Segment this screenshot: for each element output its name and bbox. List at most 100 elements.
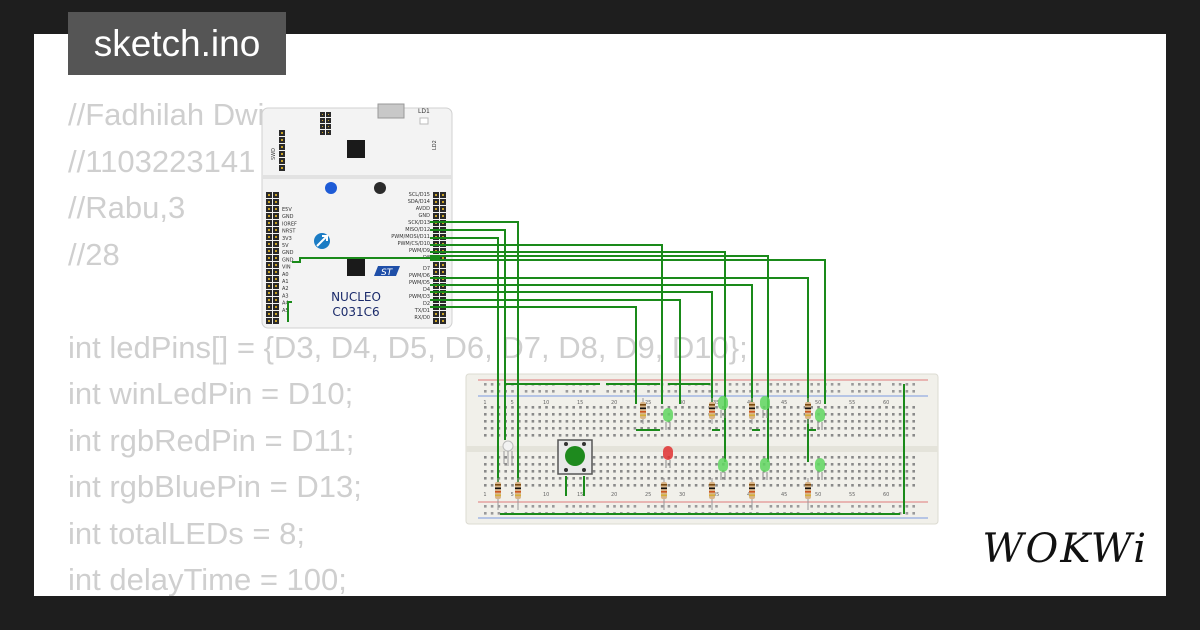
header-pin-contact bbox=[435, 215, 437, 217]
resistor-band bbox=[640, 404, 646, 406]
led-icon[interactable] bbox=[663, 408, 673, 422]
breadboard-hole bbox=[531, 406, 535, 409]
breadboard-hole bbox=[484, 420, 487, 423]
breadboard-hole bbox=[647, 484, 650, 487]
left-pin-header[interactable] bbox=[266, 192, 279, 324]
breadboard-hole bbox=[586, 406, 589, 409]
push-button-icon[interactable] bbox=[557, 439, 593, 475]
nucleo-board[interactable]: ST NUCLEO C031C6 LD1 LD2 SWD E5VGNDIOREF… bbox=[261, 103, 453, 329]
breadboard-hole bbox=[613, 463, 616, 466]
rail-hole bbox=[905, 390, 909, 393]
breadboard-hole bbox=[844, 456, 847, 459]
breadboard-hole bbox=[762, 427, 766, 430]
breadboard-hole bbox=[708, 427, 711, 430]
breadboard-hole bbox=[606, 456, 609, 459]
breadboard-hole bbox=[796, 413, 800, 416]
rail-hole bbox=[701, 505, 705, 508]
breadboard-hole bbox=[552, 427, 555, 430]
column-number: 15 bbox=[577, 492, 583, 498]
led-icon[interactable] bbox=[718, 458, 728, 472]
breadboard-hole bbox=[490, 413, 494, 416]
led-icon[interactable] bbox=[760, 458, 770, 472]
breadboard-hole bbox=[640, 420, 643, 423]
rail-hole bbox=[531, 390, 535, 393]
led-icon[interactable] bbox=[815, 458, 825, 472]
breadboard-hole bbox=[626, 470, 630, 473]
rail-hole bbox=[538, 505, 541, 508]
breadboard-hole bbox=[552, 477, 555, 480]
rail-hole bbox=[735, 390, 739, 393]
breadboard-hole bbox=[518, 434, 521, 437]
breadboard-hole bbox=[708, 477, 711, 480]
breadboard-hole bbox=[599, 406, 603, 409]
breadboard-hole bbox=[892, 470, 895, 473]
breadboard-hole bbox=[715, 477, 718, 480]
breadboard-hole bbox=[790, 427, 793, 430]
breadboard-hole bbox=[654, 406, 657, 409]
breadboard-hole bbox=[531, 427, 535, 430]
header-pin-contact bbox=[442, 215, 444, 217]
led-icon[interactable] bbox=[760, 396, 770, 410]
rail-hole bbox=[728, 505, 732, 508]
breadboard-hole bbox=[803, 434, 807, 437]
rail-hole bbox=[783, 505, 786, 508]
reset-button[interactable] bbox=[374, 182, 386, 194]
header-pin-contact bbox=[268, 264, 270, 266]
led-icon[interactable] bbox=[663, 446, 673, 460]
column-number: 1 bbox=[483, 400, 486, 406]
breadboard-hole bbox=[701, 427, 705, 430]
breadboard-hole bbox=[769, 406, 773, 409]
breadboard-hole bbox=[586, 434, 589, 437]
rail-hole bbox=[817, 505, 820, 508]
breadboard-hole bbox=[688, 470, 691, 473]
left-pin-label: A4 bbox=[282, 301, 289, 307]
breadboard-hole bbox=[708, 434, 711, 437]
led-icon[interactable] bbox=[718, 396, 728, 410]
led-icon[interactable] bbox=[815, 408, 825, 422]
rail-hole bbox=[674, 505, 677, 508]
breadboard-hole bbox=[688, 477, 691, 480]
breadboard-hole bbox=[538, 470, 541, 473]
breadboard-hole bbox=[674, 406, 677, 409]
resistor-band bbox=[495, 484, 501, 486]
column-number: 45 bbox=[781, 492, 787, 498]
breadboard-hole bbox=[681, 470, 684, 473]
breadboard-hole bbox=[633, 477, 637, 480]
breadboard-hole bbox=[824, 484, 827, 487]
breadboard-hole bbox=[524, 427, 528, 430]
breadboard-hole bbox=[592, 406, 596, 409]
breadboard-hole bbox=[490, 470, 494, 473]
breadboard-hole bbox=[524, 413, 528, 416]
rail-hole bbox=[837, 390, 841, 393]
breadboard-hole bbox=[708, 463, 711, 466]
breadboard-hole bbox=[878, 413, 881, 416]
rail-hole bbox=[756, 383, 759, 386]
breadboard-hole bbox=[694, 406, 698, 409]
rail-hole bbox=[749, 505, 752, 508]
breadboard-hole bbox=[905, 484, 909, 487]
breadboard-hole bbox=[538, 427, 541, 430]
user-button[interactable] bbox=[325, 182, 337, 194]
header-pin-contact bbox=[275, 278, 277, 280]
breadboard-hole bbox=[654, 477, 657, 480]
rail-hole bbox=[667, 505, 671, 508]
breadboard-hole bbox=[490, 434, 494, 437]
breadboard-hole bbox=[830, 470, 834, 473]
rgb-led[interactable] bbox=[502, 440, 514, 466]
breadboard-hole bbox=[518, 406, 521, 409]
breadboard-hole bbox=[844, 434, 847, 437]
breadboard[interactable]: 151015202530354045505560 151015202530354… bbox=[465, 373, 939, 525]
file-title[interactable]: sketch.ino bbox=[68, 12, 286, 75]
breadboard-hole bbox=[552, 434, 555, 437]
header-pin-contact bbox=[322, 126, 323, 127]
right-pin-label: AVDD bbox=[416, 206, 430, 212]
breadboard-hole bbox=[735, 413, 739, 416]
rail-hole bbox=[783, 390, 786, 393]
breadboard-hole bbox=[531, 456, 535, 459]
header-pin-contact bbox=[275, 222, 277, 224]
rail-hole bbox=[647, 390, 650, 393]
wokwi-logo[interactable]: WOKWi bbox=[982, 526, 1148, 572]
left-pin-label: A1 bbox=[282, 279, 289, 285]
debug-chip bbox=[347, 140, 365, 158]
breadboard-hole bbox=[769, 413, 773, 416]
